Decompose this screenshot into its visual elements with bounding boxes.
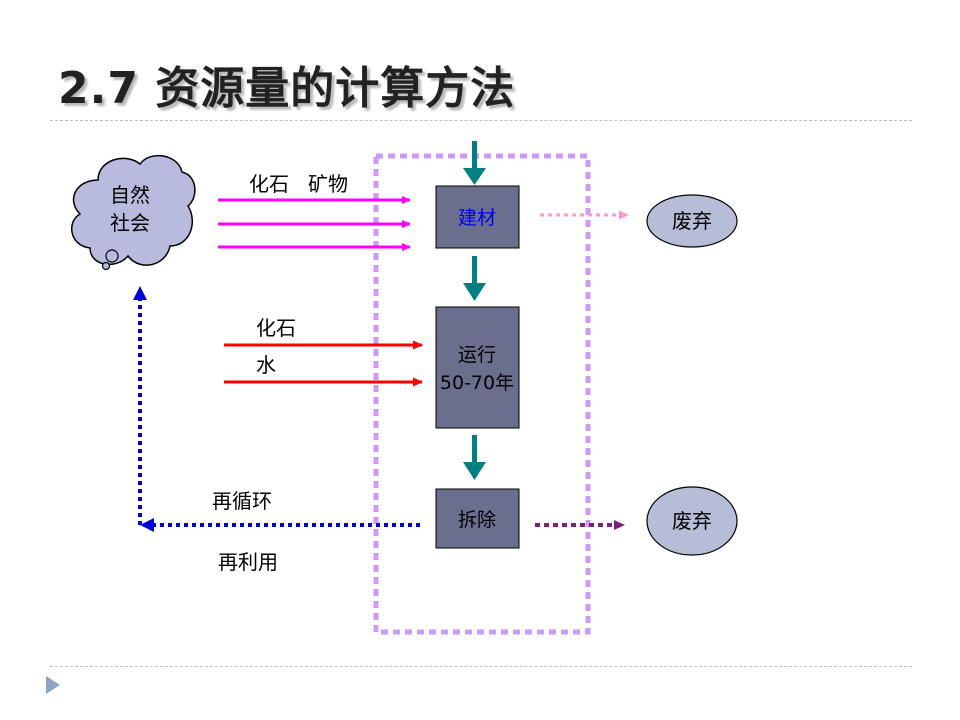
waste-ellipse-top: [646, 194, 738, 248]
teal-flow-arrow-operation-to-demolition: [463, 435, 486, 480]
footer-divider: [50, 666, 912, 667]
box-demolition-label: 拆除: [458, 509, 496, 531]
waste-label-bottom: 废弃: [672, 509, 712, 533]
label-fossil-top: 化石: [249, 172, 289, 196]
teal-flow-arrow-in: [463, 141, 486, 185]
label-recycle: 再循环: [212, 489, 272, 513]
teal-flow-arrow-materials-to-operation: [463, 256, 486, 301]
waste-label-top: 废弃: [672, 209, 712, 233]
box-demolition: [435, 488, 520, 549]
box-operation: [435, 306, 520, 429]
label-water: 水: [256, 353, 276, 377]
label-mineral: 矿物: [308, 172, 348, 196]
cloud-label-society: 社会: [110, 211, 150, 235]
box-operation-label-line2: 50-70年: [440, 372, 514, 394]
label-reuse: 再利用: [218, 550, 278, 574]
waste-ellipse-bottom: [646, 486, 738, 556]
cloud-label-nature: 自然: [110, 183, 150, 207]
label-fossil-mid: 化石: [256, 316, 296, 340]
system-boundary-frame: [373, 153, 591, 635]
box-building-materials: [435, 185, 520, 249]
next-slide-arrow-icon[interactable]: [46, 676, 60, 694]
box-building-materials-label: 建材: [458, 207, 496, 229]
recycle-loop-arrow: [133, 286, 420, 532]
box-operation-label-line1: 运行: [458, 344, 496, 366]
nature-society-cloud: 自然 社会: [70, 154, 196, 271]
title-divider: [50, 120, 912, 121]
slide-title: 2.7 资源量的计算方法: [58, 63, 516, 114]
